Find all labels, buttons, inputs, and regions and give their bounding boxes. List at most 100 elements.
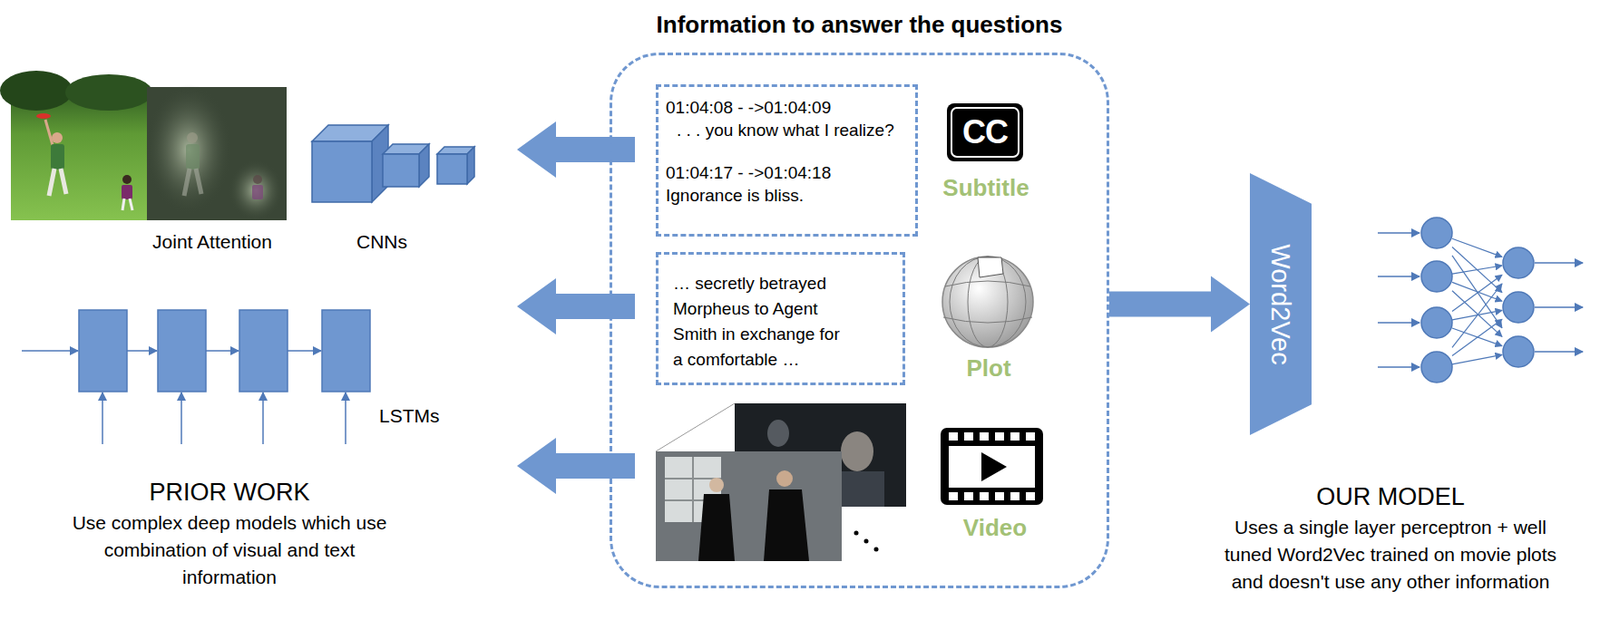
person-leg (48, 168, 55, 196)
cc-icon-frame (951, 107, 1019, 157)
child-head (253, 175, 263, 185)
globe-missing-piece (977, 257, 1004, 278)
attention-glow (228, 159, 283, 222)
sprocket-hole (1025, 492, 1035, 501)
frisbee (36, 113, 51, 119)
sprocket-hole (964, 492, 974, 501)
cube-front (312, 141, 372, 203)
plot-box: … secretly betrayed Morpheus to Agent Sm… (655, 252, 906, 386)
sprocket-hole (995, 492, 1005, 501)
person-leg (184, 168, 190, 196)
sprocket-hole (1010, 492, 1020, 501)
lstm-cell (157, 310, 206, 392)
nn-weight (1452, 291, 1503, 338)
lstm-input-arrow (180, 392, 183, 445)
child-body (121, 185, 133, 200)
arm (45, 119, 53, 146)
figure-head (709, 478, 724, 493)
output-neuron (1502, 247, 1534, 279)
block-arrow (517, 121, 635, 178)
block-arrow (517, 278, 635, 335)
person-leg (60, 168, 67, 195)
person-body (185, 144, 200, 170)
output-arrow (1534, 262, 1583, 264)
input-arrow (1377, 275, 1420, 278)
trapezoid-fill (1249, 173, 1312, 436)
tree-canopy (65, 74, 153, 111)
ellipsis-dot (874, 547, 879, 553)
frame-face (840, 431, 874, 472)
person-body (50, 144, 65, 170)
block-label: Word2Vec (1266, 243, 1296, 365)
sprocket-hole (1025, 432, 1035, 441)
source-label: Video (963, 514, 1027, 543)
box-text: 01:04:17 - ->01:04:18 (665, 161, 908, 185)
output-arrow (1534, 306, 1583, 309)
person-head (51, 132, 63, 144)
sprocket-hole (979, 432, 989, 441)
lstm-arrow (21, 350, 79, 352)
sprocket-hole (995, 432, 1005, 441)
section-heading: PRIOR WORK (148, 478, 310, 508)
box-text: 01:04:08 - ->01:04:09 (665, 96, 908, 119)
input-arrow (1377, 366, 1420, 369)
region-heading: Information to answer the questions (476, 9, 1243, 40)
globe-seam (945, 281, 1031, 287)
figure-body (763, 489, 810, 562)
frame-edge (655, 403, 735, 452)
section-description: Use complex deep models which use combin… (64, 509, 396, 592)
video-screen (948, 446, 1035, 488)
input-neuron (1421, 261, 1453, 293)
input-arrow (1377, 321, 1420, 324)
lstm-input-arrow (262, 392, 264, 445)
sprocket-hole (1010, 432, 1020, 441)
word2vec-block: Word2Vec (1249, 173, 1312, 436)
nn-weight (1452, 255, 1503, 329)
block-arrow (517, 438, 635, 495)
sprocket-hole (964, 432, 974, 441)
sprocket-hole (948, 432, 958, 441)
person-leg (195, 168, 202, 195)
lstm-arrow (126, 350, 157, 352)
lstm-cell (78, 310, 127, 392)
cube-front (382, 154, 420, 187)
box-text: … secretly betrayed Morpheus to Agent Sm… (673, 271, 848, 373)
lstm-arrow (287, 350, 322, 352)
section-heading: OUR MODEL (1316, 482, 1465, 512)
info-container: 01:04:08 - ->01:04:09. . . you know what… (609, 52, 1110, 589)
child-leg (129, 198, 133, 211)
method-label: Joint Attention (152, 230, 273, 254)
child-leg (122, 198, 125, 211)
input-neuron (1421, 307, 1453, 339)
cc-icon-text: CC (962, 112, 1008, 152)
wiki-globe (942, 256, 1034, 348)
cube-side (467, 146, 475, 185)
frame-figure (767, 419, 790, 448)
source-label: Subtitle (942, 174, 1029, 203)
sprocket-hole (979, 492, 989, 501)
child-head (122, 175, 132, 185)
lstm-input-arrow (344, 392, 347, 445)
output-neuron (1502, 336, 1534, 368)
globe-seam (967, 256, 1008, 348)
cube-side (419, 144, 430, 187)
lstm-cell (239, 310, 288, 392)
figure-head (776, 470, 793, 488)
nn-weight (1452, 319, 1503, 356)
figure-body (698, 494, 735, 562)
box-text: . . . you know what I realize? (665, 118, 908, 142)
method-label: LSTMs (379, 404, 440, 428)
box-text: Ignorance is bliss. (665, 184, 908, 207)
nn-weight (1452, 354, 1503, 364)
source-label: Plot (965, 354, 1011, 383)
globe-seam (949, 256, 1026, 348)
cube-front (437, 154, 468, 185)
subtitle-box: 01:04:08 - ->01:04:09. . . you know what… (655, 84, 918, 237)
method-label: CNNs (356, 230, 408, 254)
input-arrow (1377, 232, 1420, 235)
sprocket-hole (948, 492, 958, 501)
play-triangle (981, 452, 1007, 482)
ellipsis-dot (854, 531, 859, 537)
input-neuron (1421, 217, 1453, 249)
output-neuron (1502, 292, 1534, 323)
